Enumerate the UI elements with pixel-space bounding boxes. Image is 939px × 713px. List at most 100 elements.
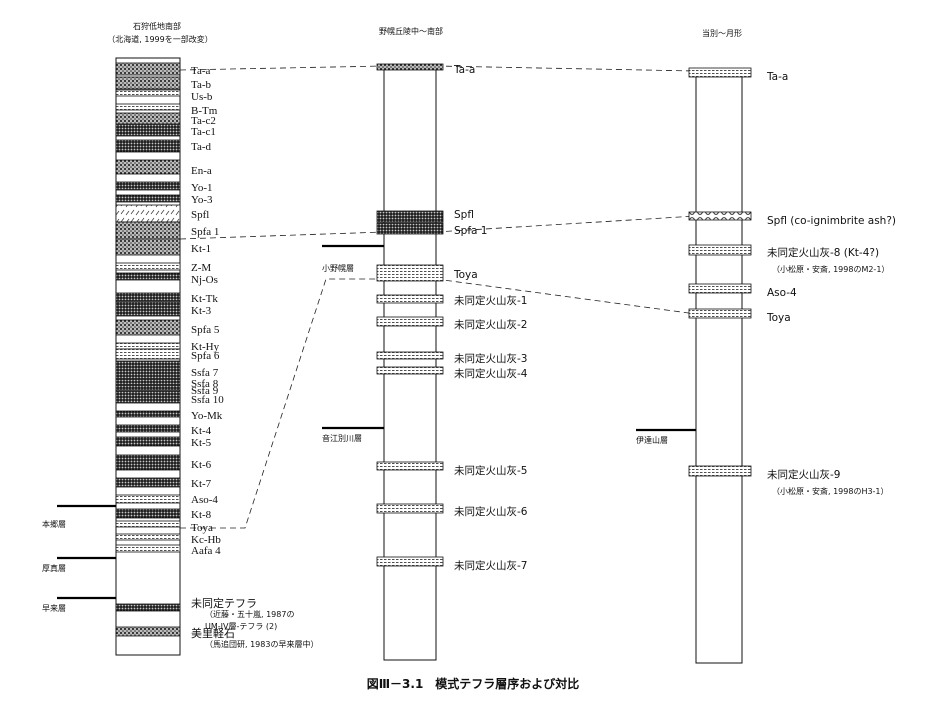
- tephra-band-ishikari: [115, 103, 181, 111]
- correlation-spfl-right: [435, 215, 697, 233]
- tephra-label-ishikari: Yo-Mk: [191, 410, 223, 422]
- tephra-label-tobetsu: Aso-4: [767, 287, 797, 299]
- tephra-band-ishikari: [115, 520, 181, 528]
- tephra-label-ishikari: Kc-Hb: [191, 534, 221, 546]
- tephra-band-ishikari: [115, 454, 181, 471]
- tephra-band-ishikari: [115, 390, 181, 404]
- tephra-label-ishikari: Ssfa 9: [191, 385, 219, 397]
- tephra-label-ishikari: Kt-Tk: [191, 293, 218, 305]
- correlation-toya: [180, 278, 384, 529]
- tephra-band-ishikari: [115, 378, 181, 386]
- tephra-label-ishikari: Ssfa 8: [191, 378, 219, 390]
- tephra-band-ishikari: [115, 123, 181, 137]
- tephra-band-nopporo: [376, 351, 444, 360]
- tephra-label-ishikari: Kt-7: [191, 478, 212, 490]
- formation-hayakita: 早来層: [42, 604, 66, 613]
- tephra-band-ishikari: [115, 76, 181, 90]
- tephra-label-nopporo: 未同定火山灰-4: [454, 367, 528, 380]
- tephra-label-ishikari: Ta-a: [191, 65, 210, 77]
- tephra-label-ishikari: 未同定テフラ: [191, 596, 257, 610]
- tephra-label-nopporo: 未同定火山灰-2: [454, 318, 527, 331]
- column-tobetsu: [695, 69, 743, 664]
- tephra-band-nopporo: [376, 210, 444, 223]
- tephra-band-nopporo: [376, 503, 444, 514]
- tephra-note-tobetsu: （小松原・安斎, 1998のH3-1）: [772, 486, 889, 496]
- tephra-layers: Ta-aTa-bUs-bB-TmTa-c2Ta-c1Ta-dEn-aYo-1Yo…: [115, 62, 896, 649]
- tephra-label-ishikari: Spfa 5: [191, 324, 220, 336]
- tephra-band-nopporo: [376, 366, 444, 375]
- tephra-band-ishikari: [115, 424, 181, 433]
- tephra-band-ishikari: [115, 319, 181, 336]
- tephra-label-nopporo: 未同定火山灰-5: [454, 464, 527, 477]
- tephra-label-nopporo: 未同定火山灰-7: [454, 559, 527, 572]
- tephra-band-ishikari: [115, 348, 181, 360]
- tephra-label-ishikari: Toya: [191, 522, 213, 534]
- tephra-label-ishikari: Kt-Hy: [191, 341, 220, 353]
- tephra-band-ishikari: [115, 410, 181, 418]
- header-tobetsu: 当別～月形: [702, 28, 742, 38]
- formation-oebetsugawa: 音江別川層: [322, 433, 362, 443]
- tephra-band-ishikari: [115, 384, 181, 391]
- tephra-label-ishikari: Spfl: [191, 209, 209, 221]
- tephra-band-ishikari: [115, 62, 181, 76]
- tephra-label-ishikari: Ta-d: [191, 141, 211, 153]
- tephra-band-ishikari: [115, 544, 181, 553]
- tephra-band-ishikari: [115, 477, 181, 488]
- column-nopporo: [383, 65, 437, 661]
- tephra-label-nopporo: 未同定火山灰-6: [454, 505, 528, 518]
- tephra-band-nopporo: [376, 556, 444, 567]
- correlation-ta-a: [179, 65, 385, 71]
- tephra-band-ishikari: [115, 272, 181, 281]
- tephra-label-ishikari: Ta-c1: [191, 126, 216, 138]
- tephra-label-ishikari: Us-b: [191, 91, 213, 103]
- tephra-label-nopporo: Spfa 1: [454, 225, 487, 237]
- tephra-note-ishikari: （馬追団研, 1983の早来層中）: [205, 639, 318, 649]
- tephra-label-tobetsu: 未同定火山灰-8 (Kt-4?): [767, 246, 879, 259]
- tephra-label-ishikari: Ssfa 10: [191, 394, 224, 406]
- tephra-band-nopporo: [376, 316, 444, 327]
- header-ishikari-title: 石狩低地南部: [133, 21, 181, 31]
- tephra-label-tobetsu: Spfl (co-ignimbrite ash?): [767, 215, 896, 227]
- tephra-band-ishikari: [115, 112, 181, 126]
- tephra-band-ishikari: [115, 139, 181, 153]
- tephra-note-tobetsu: （小松原・安斎, 1998のM2-1）: [772, 264, 889, 274]
- tephra-label-tobetsu: Ta-a: [766, 71, 788, 83]
- tephra-band-nopporo: [376, 264, 444, 282]
- tephra-band-ishikari: [115, 238, 181, 256]
- formation-atsuma: 厚真層: [42, 563, 66, 573]
- tephra-band-ishikari: [115, 221, 181, 240]
- tephra-band-ishikari: [115, 494, 181, 504]
- formation-hongou: 本郷層: [42, 519, 66, 529]
- tephra-label-ishikari: Ta-c2: [191, 115, 216, 127]
- tephra-label-ishikari: Kt-3: [191, 305, 212, 317]
- tephra-label-nopporo: 未同定火山灰-1: [454, 294, 527, 307]
- tephra-label-ishikari: Kt-5: [191, 437, 212, 449]
- tephra-band-ishikari: [115, 626, 181, 637]
- tephra-band-ishikari: [115, 159, 181, 175]
- tephra-band-nopporo: [376, 294, 444, 304]
- tephra-band-nopporo: [376, 222, 444, 235]
- formation-boundaries: [57, 244, 696, 600]
- tephra-label-ishikari: Kt-4: [191, 425, 212, 437]
- tephra-label-ishikari: Kt-1: [191, 243, 211, 255]
- correlation-ta-a-right: [435, 65, 697, 72]
- tephra-note-ishikari: （近藤・五十嵐, 1987の: [205, 609, 294, 619]
- tephra-band-tobetsu: [688, 308, 752, 319]
- tephra-band-ishikari: [115, 194, 181, 203]
- tephra-band-tobetsu: [688, 67, 752, 78]
- tephra-band-tobetsu: [688, 465, 752, 477]
- figure-caption: 図Ⅲ－3.1 模式テフラ層序および対比: [367, 676, 580, 691]
- tephra-label-tobetsu: 未同定火山灰-9: [767, 468, 840, 481]
- tephra-label-ishikari: Nj-Os: [191, 274, 218, 286]
- tephra-label-ishikari: En-a: [191, 165, 212, 177]
- tephra-band-ishikari: [115, 292, 181, 302]
- tephra-band-tobetsu: [688, 211, 752, 221]
- tephra-band-ishikari: [115, 342, 181, 350]
- tephra-label-ishikari: Ta-b: [191, 79, 211, 91]
- tephra-label-ishikari: Kt-6: [191, 459, 212, 471]
- tephra-band-ishikari: [115, 436, 181, 447]
- tephra-band-ishikari: [115, 301, 181, 317]
- tephra-label-tobetsu: Toya: [766, 312, 791, 324]
- tephra-label-ishikari: B-Tm: [191, 105, 218, 117]
